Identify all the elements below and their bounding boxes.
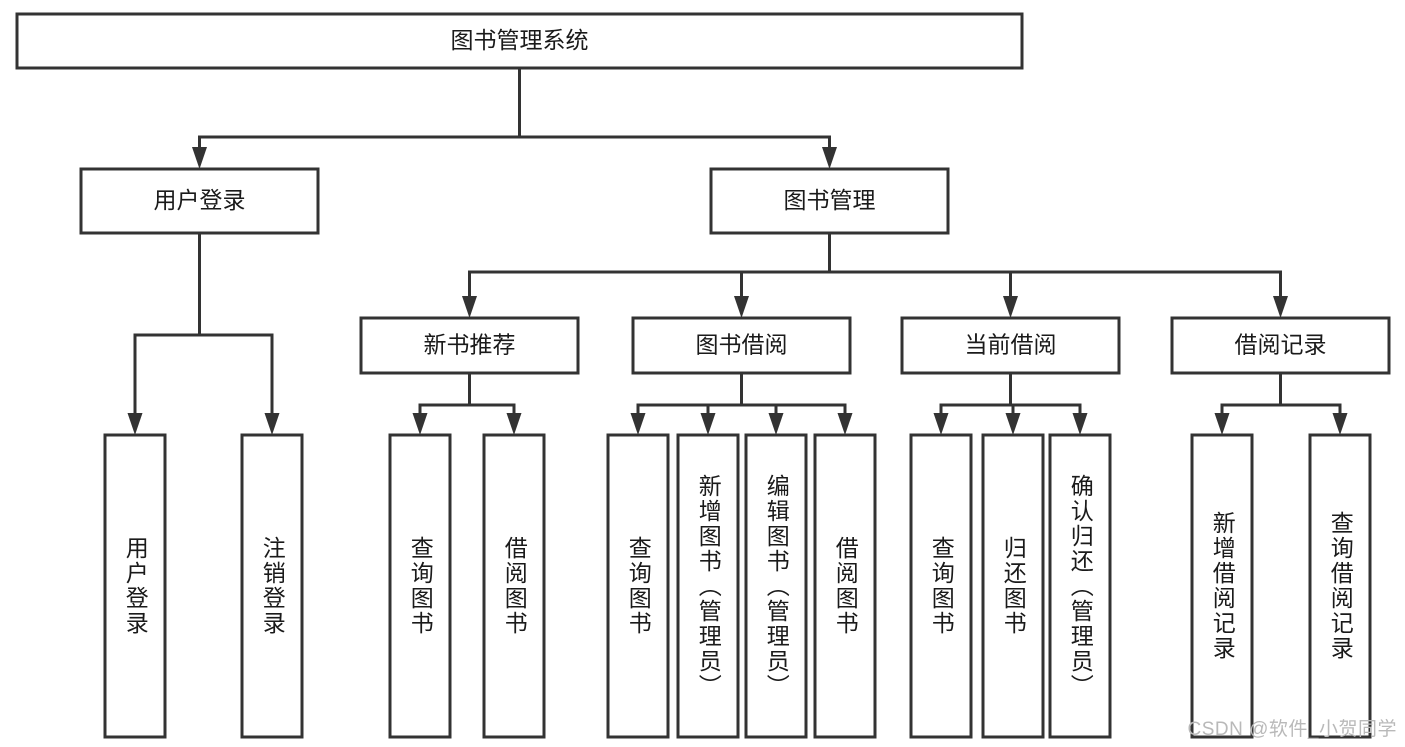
connector-to-图书借阅-1-arrowhead bbox=[734, 296, 749, 318]
node-l2-图书管理-label: 图书管理 bbox=[784, 187, 876, 213]
connector-to-用户登录-0-arrowhead bbox=[127, 413, 143, 435]
connector-to-图书管理-1-arrowhead bbox=[822, 147, 837, 169]
connector-to-查询图书-0-arrowhead bbox=[630, 413, 646, 435]
connector-to-新书推荐-0-arrowhead bbox=[462, 296, 477, 318]
connector-to-确认归还管理员-2-arrowhead bbox=[1072, 413, 1088, 435]
node-l3-图书借阅[interactable] bbox=[631, 316, 852, 375]
node-box-layer bbox=[15, 12, 1391, 739]
node-l2-用户登录-label: 用户登录 bbox=[154, 187, 246, 213]
node-leaf-查询图书-4[interactable] bbox=[606, 433, 670, 739]
connector-to-借阅图书-3-arrowhead bbox=[837, 413, 853, 435]
node-leaf-借阅图书-3[interactable] bbox=[482, 433, 546, 739]
node-l3-图书借阅-label: 图书借阅 bbox=[696, 332, 788, 358]
node-root-图书管理系统-label: 图书管理系统 bbox=[451, 27, 589, 53]
connector-to-新增图书管理员-1-arrowhead bbox=[700, 413, 716, 435]
node-l2-用户登录[interactable] bbox=[79, 167, 320, 235]
node-leaf-注销登录-1[interactable] bbox=[240, 433, 304, 739]
node-leaf-确认归还管理员-10[interactable] bbox=[1048, 433, 1112, 739]
connector-to-查询借阅记录-1-arrowhead bbox=[1332, 413, 1348, 435]
node-leaf-查询借阅记录-12[interactable] bbox=[1308, 433, 1372, 739]
connector-to-用户登录-0-arrowhead bbox=[192, 147, 207, 169]
connector-to-查询图书-0-arrowhead bbox=[933, 413, 949, 435]
node-leaf-归还图书-9[interactable] bbox=[981, 433, 1045, 739]
connector-to-归还图书-1-arrowhead bbox=[1005, 413, 1021, 435]
node-leaf-编辑图书管理员-6[interactable] bbox=[744, 433, 808, 739]
connector-to-借阅图书-1-arrowhead bbox=[506, 413, 522, 435]
connector-to-当前借阅-2-arrowhead bbox=[1003, 296, 1018, 318]
connector-to-编辑图书管理员-2-arrowhead bbox=[768, 413, 784, 435]
node-l3-当前借阅-label: 当前借阅 bbox=[965, 332, 1057, 358]
node-l3-借阅记录-label: 借阅记录 bbox=[1235, 332, 1327, 358]
node-l3-当前借阅[interactable] bbox=[900, 316, 1121, 375]
node-l3-新书推荐-label: 新书推荐 bbox=[424, 332, 516, 358]
connector-to-新增借阅记录-0-arrowhead bbox=[1214, 413, 1230, 435]
connector-layer bbox=[127, 66, 1348, 435]
node-leaf-用户登录-0[interactable] bbox=[103, 433, 167, 739]
node-leaf-查询图书-8[interactable] bbox=[909, 433, 973, 739]
node-root-图书管理系统[interactable] bbox=[15, 12, 1024, 70]
connector-to-借阅记录-3-arrowhead bbox=[1273, 296, 1288, 318]
watermark-text: CSDN @软件_小贺同学 bbox=[1187, 719, 1397, 740]
node-leaf-新增图书管理员-5[interactable] bbox=[676, 433, 740, 739]
node-leaf-查询图书-2[interactable] bbox=[388, 433, 452, 739]
node-l3-借阅记录[interactable] bbox=[1170, 316, 1391, 375]
node-leaf-新增借阅记录-11[interactable] bbox=[1190, 433, 1254, 739]
connector-to-查询图书-0-arrowhead bbox=[412, 413, 428, 435]
connector-to-注销登录-1-arrowhead bbox=[264, 413, 280, 435]
node-leaf-借阅图书-7[interactable] bbox=[813, 433, 877, 739]
node-l3-新书推荐[interactable] bbox=[359, 316, 580, 375]
node-l2-图书管理[interactable] bbox=[709, 167, 950, 235]
